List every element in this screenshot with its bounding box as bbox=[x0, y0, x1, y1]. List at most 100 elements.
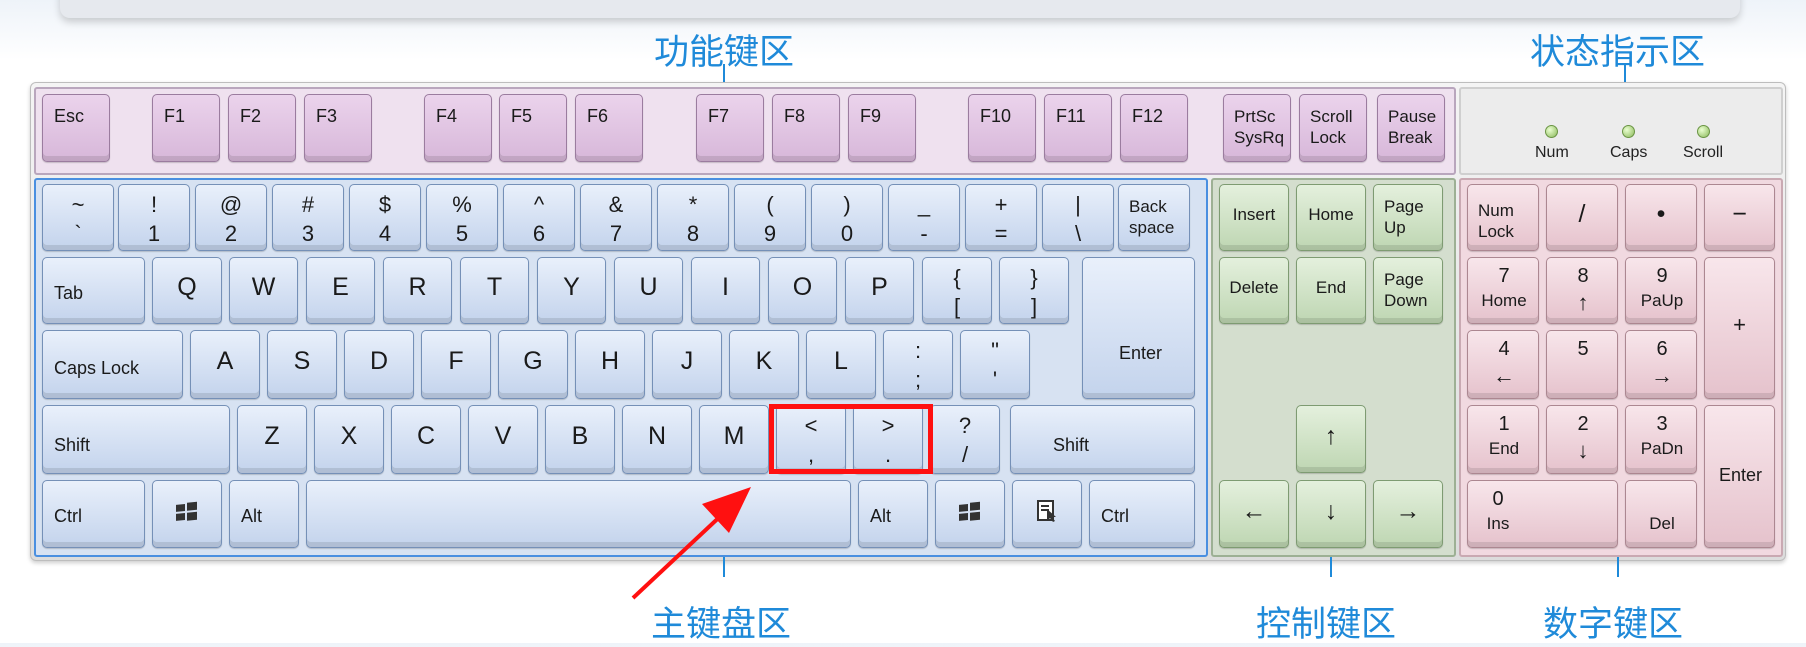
key-k[interactable]: K bbox=[729, 330, 799, 399]
key-f8[interactable]: F8 bbox=[772, 94, 840, 162]
key-g[interactable]: G bbox=[498, 330, 568, 399]
windows-logo-key[interactable] bbox=[935, 480, 1005, 548]
key-z[interactable]: Z bbox=[237, 405, 307, 474]
key-lbrace[interactable]: {[ bbox=[922, 257, 992, 324]
key-f[interactable]: F bbox=[421, 330, 491, 399]
key-insert[interactable]: Insert bbox=[1219, 184, 1289, 251]
key-f4[interactable]: F4 bbox=[424, 94, 492, 162]
key-t[interactable]: T bbox=[460, 257, 529, 324]
key-x[interactable]: X bbox=[314, 405, 384, 474]
key-f6[interactable]: F6 bbox=[575, 94, 643, 162]
key-w[interactable]: W bbox=[229, 257, 298, 324]
key-alt[interactable]: Alt bbox=[858, 480, 928, 548]
key-home[interactable]: Home bbox=[1296, 184, 1366, 251]
key-caps-lock[interactable]: Caps Lock bbox=[42, 330, 183, 399]
key-rparen[interactable]: )0 bbox=[811, 184, 883, 251]
key-f5[interactable]: F5 bbox=[499, 94, 567, 162]
key-i[interactable]: I bbox=[691, 257, 760, 324]
key-amp[interactable]: &7 bbox=[580, 184, 652, 251]
key-delete[interactable]: Delete bbox=[1219, 257, 1289, 324]
key-j[interactable]: J bbox=[652, 330, 722, 399]
key-greater[interactable]: >. bbox=[853, 405, 923, 474]
key-h[interactable]: H bbox=[575, 330, 645, 399]
key-p[interactable]: P bbox=[845, 257, 914, 324]
key-colon[interactable]: :; bbox=[883, 330, 953, 399]
key-enter[interactable]: Enter bbox=[1082, 257, 1195, 399]
key-6[interactable]: 6→ bbox=[1625, 330, 1697, 399]
key-quote[interactable]: "' bbox=[960, 330, 1030, 399]
key-less[interactable]: <, bbox=[776, 405, 846, 474]
spacebar-key[interactable] bbox=[306, 480, 851, 548]
key-rbrace[interactable]: }] bbox=[999, 257, 1069, 324]
key-exclaim[interactable]: !1 bbox=[118, 184, 190, 251]
key-slash[interactable]: / bbox=[1546, 184, 1618, 251]
key-q[interactable]: Q bbox=[152, 257, 222, 324]
key-n[interactable]: N bbox=[622, 405, 692, 474]
key-f2[interactable]: F2 bbox=[228, 94, 296, 162]
key-page-up[interactable]: Page Up bbox=[1373, 184, 1443, 251]
key-b[interactable]: B bbox=[545, 405, 615, 474]
key-enter[interactable]: Enter bbox=[1704, 405, 1775, 548]
key-underscore[interactable]: _- bbox=[888, 184, 960, 251]
key-l[interactable]: L bbox=[806, 330, 876, 399]
key-f7[interactable]: F7 bbox=[696, 94, 764, 162]
key-plus[interactable]: + bbox=[1704, 257, 1775, 399]
key-2[interactable]: 2↓ bbox=[1546, 405, 1618, 474]
key-4[interactable]: 4← bbox=[1467, 330, 1539, 399]
key-hash[interactable]: #3 bbox=[272, 184, 344, 251]
key-percent[interactable]: %5 bbox=[426, 184, 498, 251]
key-f10[interactable]: F10 bbox=[968, 94, 1036, 162]
key-tab[interactable]: Tab bbox=[42, 257, 145, 324]
key-scroll-lock[interactable]: Scroll Lock bbox=[1299, 94, 1367, 162]
key-u[interactable]: U bbox=[614, 257, 683, 324]
key-pipe[interactable]: |\ bbox=[1042, 184, 1114, 251]
key-right[interactable]: → bbox=[1373, 480, 1443, 548]
key-s[interactable]: S bbox=[267, 330, 337, 399]
key-shift[interactable]: Shift bbox=[1010, 405, 1195, 474]
key-alt[interactable]: Alt bbox=[229, 480, 299, 548]
key-esc[interactable]: Esc bbox=[42, 94, 110, 162]
key-f1[interactable]: F1 bbox=[152, 94, 220, 162]
key-f3[interactable]: F3 bbox=[304, 94, 372, 162]
key-f9[interactable]: F9 bbox=[848, 94, 916, 162]
windows-logo-key[interactable] bbox=[152, 480, 222, 548]
key-dot[interactable]: • bbox=[1625, 184, 1697, 251]
key-e[interactable]: E bbox=[306, 257, 375, 324]
key-prtsc-sysrq[interactable]: PrtSc SysRq bbox=[1223, 94, 1291, 162]
key-star[interactable]: *8 bbox=[657, 184, 729, 251]
key-y[interactable]: Y bbox=[537, 257, 606, 324]
key-ctrl[interactable]: Ctrl bbox=[1089, 480, 1195, 548]
key-pause-break[interactable]: Pause Break bbox=[1377, 94, 1445, 162]
key-down[interactable]: ↓ bbox=[1296, 480, 1366, 548]
key-v[interactable]: V bbox=[468, 405, 538, 474]
key-left[interactable]: ← bbox=[1219, 480, 1289, 548]
key-a[interactable]: A bbox=[190, 330, 260, 399]
key-dollar[interactable]: $4 bbox=[349, 184, 421, 251]
key-caret[interactable]: ^6 bbox=[503, 184, 575, 251]
key-num-lock[interactable]: Num Lock bbox=[1467, 184, 1539, 251]
key-f11[interactable]: F11 bbox=[1044, 94, 1112, 162]
key-end[interactable]: End bbox=[1296, 257, 1366, 324]
key-f12[interactable]: F12 bbox=[1120, 94, 1188, 162]
key-shift[interactable]: Shift bbox=[42, 405, 230, 474]
key-d[interactable]: D bbox=[344, 330, 414, 399]
key-tilde[interactable]: ~` bbox=[42, 184, 114, 251]
key-up[interactable]: ↑ bbox=[1296, 405, 1366, 473]
key-back-space[interactable]: Back space bbox=[1118, 184, 1190, 251]
key-minus[interactable]: − bbox=[1704, 184, 1775, 251]
key-lparen[interactable]: (9 bbox=[734, 184, 806, 251]
key-o[interactable]: O bbox=[768, 257, 837, 324]
menu-key[interactable] bbox=[1012, 480, 1082, 548]
key-m[interactable]: M bbox=[699, 405, 769, 474]
key-ctrl[interactable]: Ctrl bbox=[42, 480, 145, 548]
key-at[interactable]: @2 bbox=[195, 184, 267, 251]
key-question[interactable]: ?/ bbox=[930, 405, 1000, 474]
key-8[interactable]: 8↑ bbox=[1546, 257, 1618, 324]
key-page-down[interactable]: Page Down bbox=[1373, 257, 1443, 324]
key-r[interactable]: R bbox=[383, 257, 452, 324]
